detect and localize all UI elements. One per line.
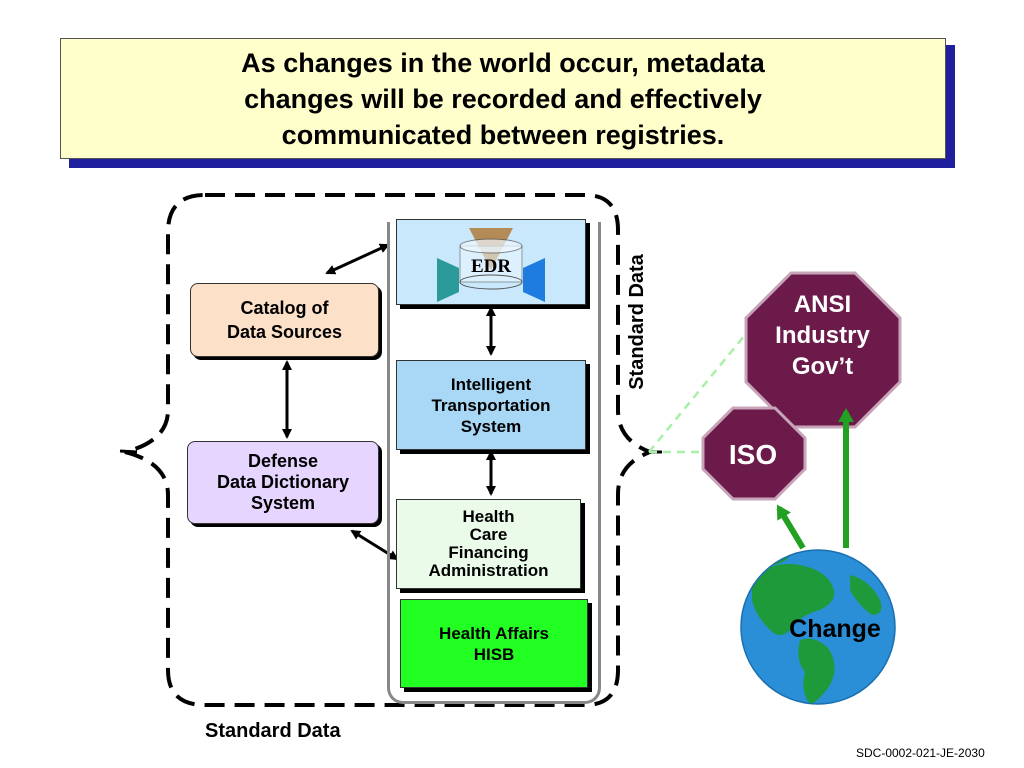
- title-banner: As changes in the world occur, metadata …: [60, 38, 946, 159]
- defense-box: Defense Data Dictionary System: [187, 441, 379, 524]
- hcfa-box: Health Care Financing Administration: [396, 499, 581, 589]
- ansi-line-3: Gov’t: [791, 353, 854, 380]
- hcfa-line-3: Financing: [448, 543, 529, 562]
- hisb-line-2: HISB: [473, 644, 515, 664]
- catalog-box: Catalog of Data Sources: [190, 283, 379, 357]
- hisb-box: Health Affairs HISB: [400, 599, 588, 688]
- registry-column-rail: [387, 222, 601, 704]
- its-box: Intelligent Transportation System: [396, 360, 586, 450]
- hcfa-line-1: Health: [462, 507, 515, 526]
- arrow-change-to-iso: [776, 504, 806, 550]
- its-line-3: System: [460, 416, 522, 436]
- hcfa-line-4: Administration: [428, 561, 549, 580]
- edr-database-icon: EDR: [437, 228, 545, 302]
- edr-box: EDR: [396, 219, 586, 305]
- defense-line-1: Defense: [247, 451, 318, 471]
- hcfa-line-2: Care: [469, 525, 508, 544]
- connector-to-ansi: [648, 334, 746, 453]
- title-line-3: communicated between registries.: [281, 119, 725, 150]
- standard-data-label-bottom: Standard Data: [205, 720, 341, 742]
- edr-label: EDR: [471, 256, 511, 277]
- iso-text: ISO: [728, 439, 778, 470]
- brace-tip-left: [119, 449, 138, 454]
- its-line-2: Transportation: [431, 395, 551, 415]
- change-label: Change: [789, 615, 881, 643]
- ansi-line-1: ANSI: [793, 291, 852, 318]
- catalog-line-2: Data Sources: [226, 322, 343, 342]
- document-id: SDC-0002-021-JE-2030: [856, 746, 985, 760]
- title-line-2: changes will be recorded and effectively: [244, 83, 762, 114]
- its-line-1: Intelligent: [450, 374, 532, 394]
- page-title: As changes in the world occur, metadata …: [143, 45, 863, 153]
- standard-data-brace: [124, 193, 656, 707]
- arrow-catalog-edr: [325, 243, 390, 275]
- title-line-1: As changes in the world occur, metadata: [241, 47, 765, 78]
- defense-line-2: Data Dictionary: [216, 472, 350, 492]
- ansi-line-2: Industry: [775, 322, 870, 349]
- globe-icon: [740, 549, 896, 705]
- ansi-stop-sign: [744, 271, 902, 429]
- hisb-line-1: Health Affairs: [439, 623, 549, 643]
- catalog-line-1: Catalog of: [240, 298, 329, 318]
- standard-data-label-vertical: Standard Data: [626, 254, 648, 390]
- defense-line-3: System: [250, 493, 316, 513]
- ansi-text: ANSI Industry Gov’t: [745, 289, 900, 382]
- iso-stop-sign: [701, 406, 807, 501]
